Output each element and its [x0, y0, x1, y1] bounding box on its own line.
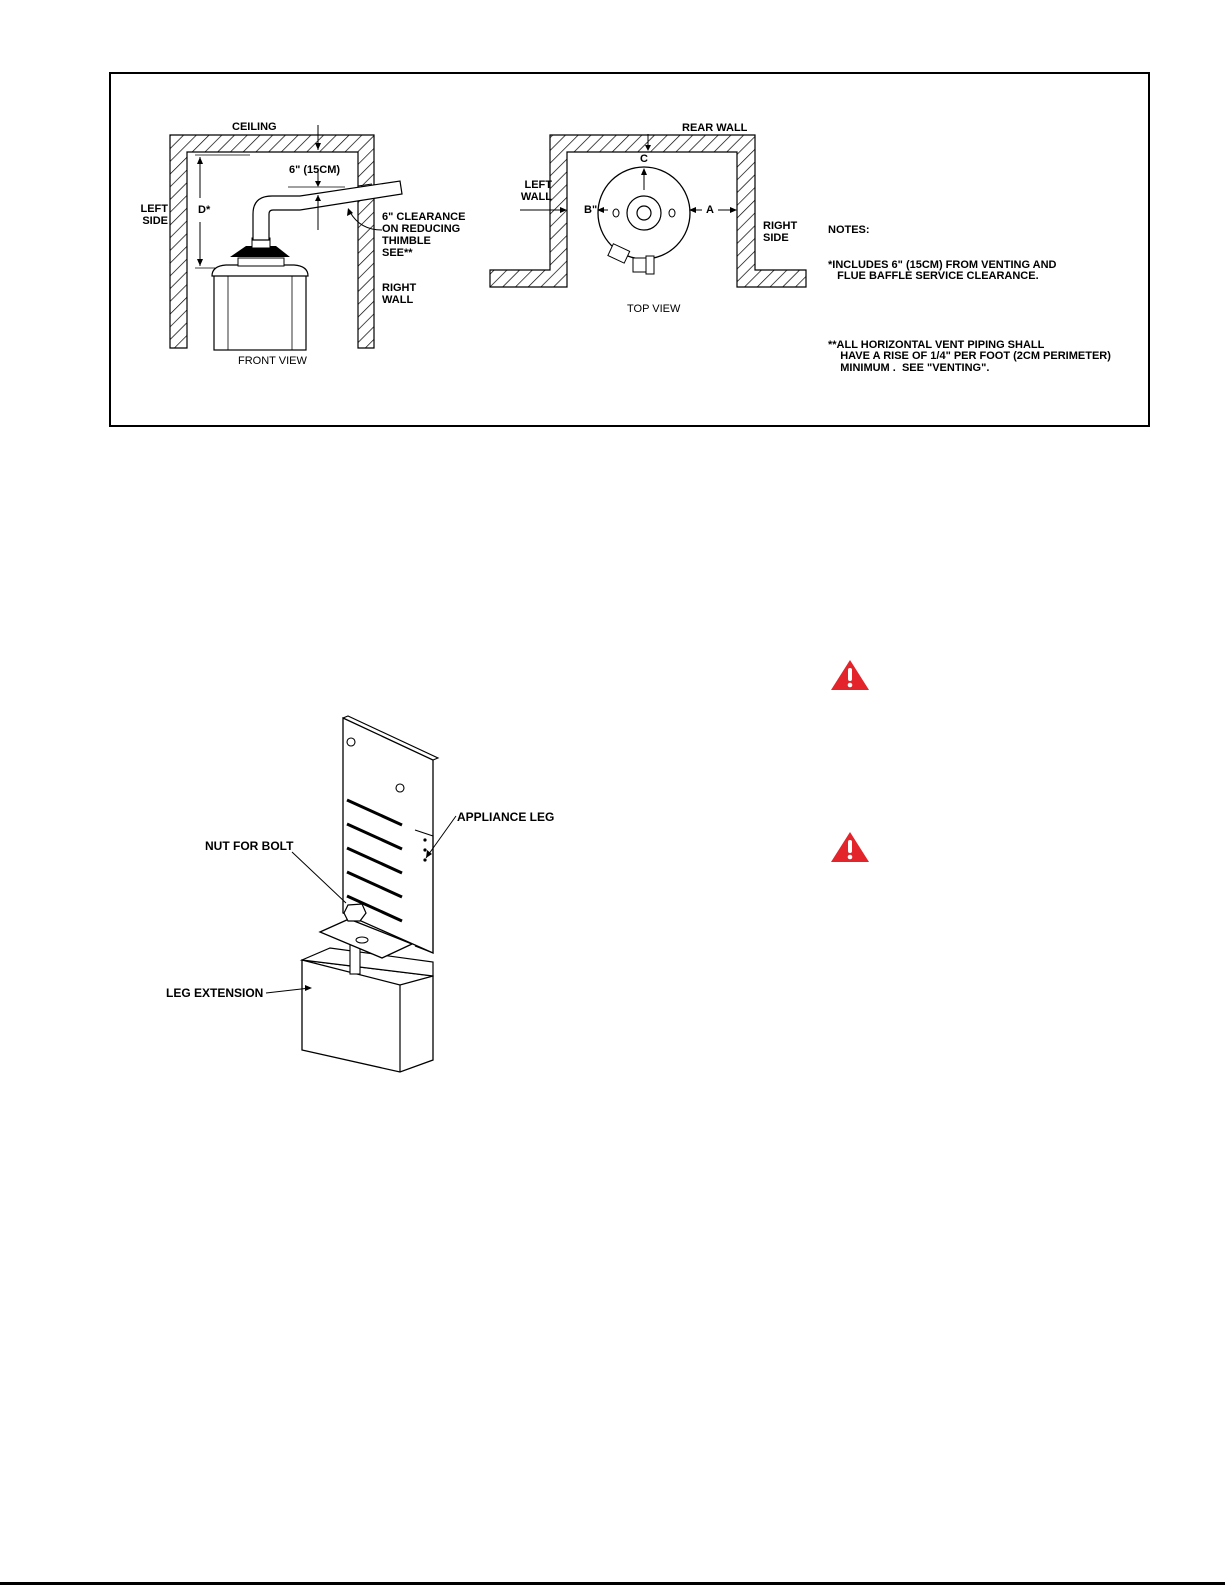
a-dimension-label: A	[706, 204, 714, 216]
notes-heading: NOTES:	[828, 224, 870, 236]
ceiling-label: CEILING	[232, 121, 277, 133]
clearance-notes: NOTES: *INCLUDES 6" (15CM) FROM VENTING …	[828, 202, 1111, 386]
leg-extension-label: LEG EXTENSION	[166, 986, 264, 1000]
leg-extension-drawing	[265, 715, 457, 1073]
front-view-caption: FRONT VIEW	[238, 355, 307, 367]
vent-gap-label: 6" (15CM)	[289, 164, 341, 176]
warning-triangle-icon	[831, 832, 869, 862]
water-heater-top	[597, 166, 691, 275]
leg-extension-block	[299, 947, 434, 1073]
appliance-leg	[342, 715, 440, 955]
top-view-drawing	[489, 134, 807, 288]
note-one: *INCLUDES 6" (15CM) FROM VENTING AND FLU…	[828, 258, 1057, 282]
note-two: **ALL HORIZONTAL VENT PIPING SHALL HAVE …	[828, 338, 1111, 374]
warning-triangle-icon	[831, 660, 869, 690]
d-dimension-label: D*	[198, 204, 211, 216]
b-dimension-label: B"	[584, 204, 598, 216]
nut-for-bolt-label: NUT FOR BOLT	[205, 839, 294, 853]
top-view-walls	[489, 134, 807, 288]
c-dimension-label: C	[640, 153, 648, 165]
rear-wall-label: REAR WALL	[682, 122, 748, 134]
clearance-figure-frame	[109, 72, 1150, 427]
front-view-drawing	[169, 125, 403, 351]
front-view-walls	[169, 134, 375, 349]
top-view-caption: TOP VIEW	[627, 303, 681, 315]
thimble-clearance-note: 6" CLEARANCE ON REDUCING THIMBLE SEE**	[382, 211, 466, 259]
page-bottom-rule	[0, 1582, 1225, 1585]
water-heater-front	[211, 180, 403, 351]
appliance-leg-label: APPLIANCE LEG	[457, 810, 555, 824]
